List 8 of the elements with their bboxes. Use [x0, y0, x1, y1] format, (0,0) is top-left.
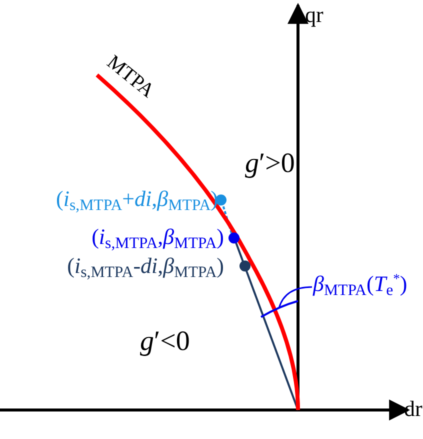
leader-line — [278, 286, 312, 308]
angle-arc — [260, 300, 298, 318]
point-label: (i$_{s,MTPA}$,β$_{MTPA}$) — [92, 226, 224, 252]
angle-label: β$_{MTPA}$(T$_{e}$$^{*}$) — [313, 272, 408, 299]
axis-label: qr — [305, 4, 324, 26]
point-label: (i$_{s,MTPA}$-di,β$_{MTPA}$) — [67, 255, 224, 281]
region-label: g′<0 — [140, 328, 190, 356]
region-label: g′>0 — [245, 150, 295, 178]
